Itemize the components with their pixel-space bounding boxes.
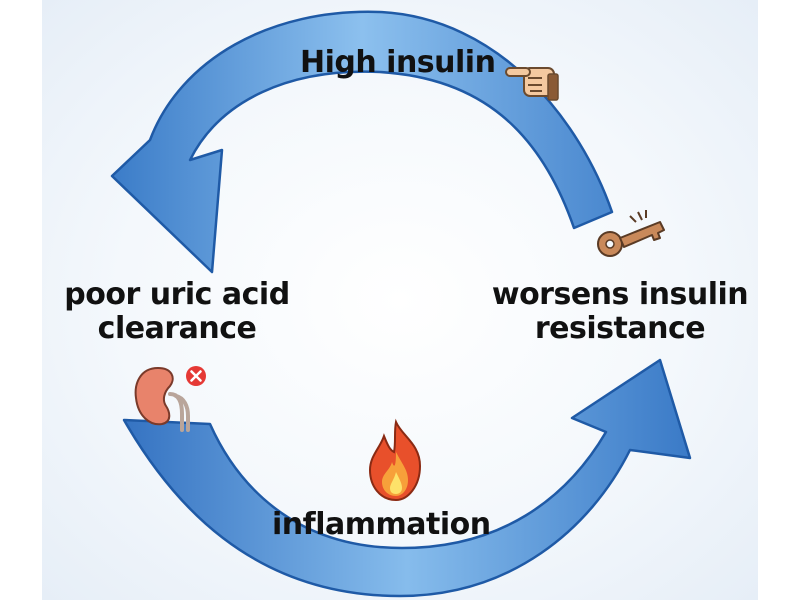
node-poor-uric-acid-clearance: poor uric acid clearance [52, 278, 302, 345]
node-inflammation: inflammation [272, 507, 491, 542]
fire-icon [368, 418, 422, 502]
node-high-insulin: High insulin [300, 45, 496, 80]
node-right-line-1: worsens insulin [491, 277, 749, 312]
pointing-hand-icon [505, 67, 559, 101]
cycle-arrow-bottom [122, 358, 692, 598]
node-worsens-insulin-resistance: worsens insulin resistance [470, 278, 770, 345]
node-left-line-1: poor uric acid [64, 277, 290, 312]
node-right-line-2: resistance [534, 310, 706, 346]
node-left-line-2: clearance [97, 310, 257, 346]
kidney-error-icon [134, 366, 206, 432]
cycle-arrow-top [110, 10, 614, 274]
key-icon [597, 210, 665, 257]
